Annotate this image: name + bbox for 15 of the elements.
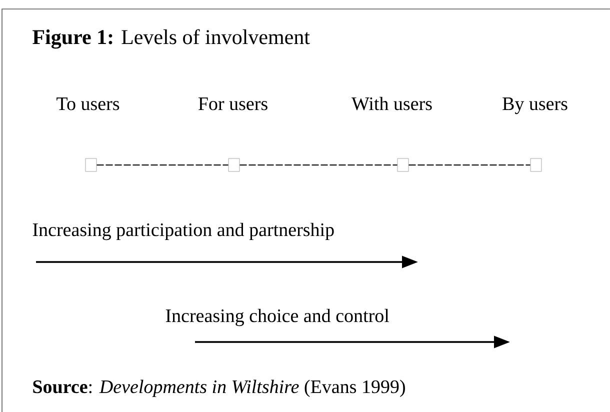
dashed-line — [408, 164, 531, 166]
arrow-label: Increasing choice and control — [166, 308, 390, 326]
level-label: By users — [502, 98, 568, 114]
source-caption: Source: Developments in Wiltshire (Evans 1999) — [33, 380, 405, 398]
dashed-line — [96, 164, 229, 166]
level-label: For users — [198, 98, 268, 110]
square-marker — [397, 158, 409, 172]
dashed-line — [239, 164, 398, 166]
arrow-label: Increasing participation and partnership — [32, 222, 334, 240]
figure-title: Figure 1: Levels of involvement — [32, 29, 310, 49]
square-marker — [85, 158, 97, 172]
square-marker — [530, 158, 542, 172]
square-marker — [228, 158, 240, 172]
level-label: To users — [56, 98, 120, 110]
level-label: With users — [352, 96, 432, 110]
